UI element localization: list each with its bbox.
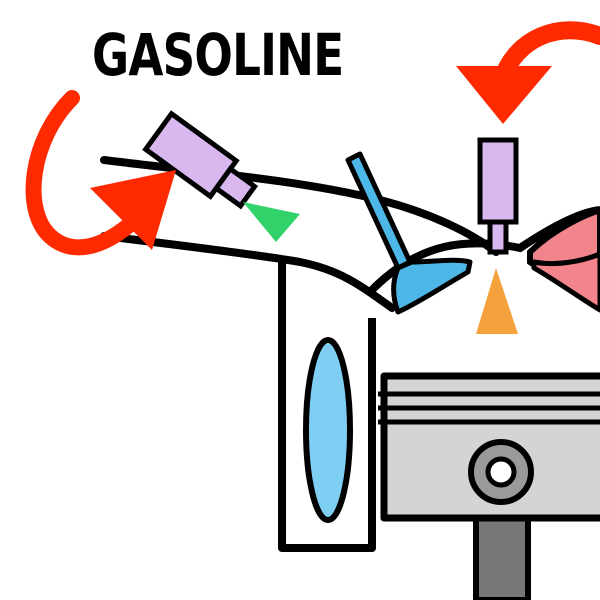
spark-flame xyxy=(476,268,518,334)
fuel-injector xyxy=(142,110,259,210)
wrist-pin xyxy=(485,456,517,488)
cylinder-block xyxy=(278,262,376,552)
intake-port-lower-wall xyxy=(100,232,396,312)
spark-plug xyxy=(477,137,519,255)
curved-arrow-right-icon xyxy=(456,21,600,124)
intake-valve-stem xyxy=(345,151,413,271)
fuel-injector-nozzle xyxy=(212,165,259,210)
curved-arrow-left-icon xyxy=(25,90,176,256)
intake-valve xyxy=(345,151,473,315)
spark-plug-tip xyxy=(487,219,509,255)
piston xyxy=(378,372,600,600)
exhaust-valve-head xyxy=(531,251,600,313)
fuel-spray xyxy=(243,202,300,242)
intake-valve-head xyxy=(391,257,473,315)
spark-plug-body xyxy=(477,137,519,225)
gasoline-label: GASOLINE xyxy=(92,21,344,89)
exhaust-valve xyxy=(531,251,600,313)
coolant-passage xyxy=(303,337,353,523)
